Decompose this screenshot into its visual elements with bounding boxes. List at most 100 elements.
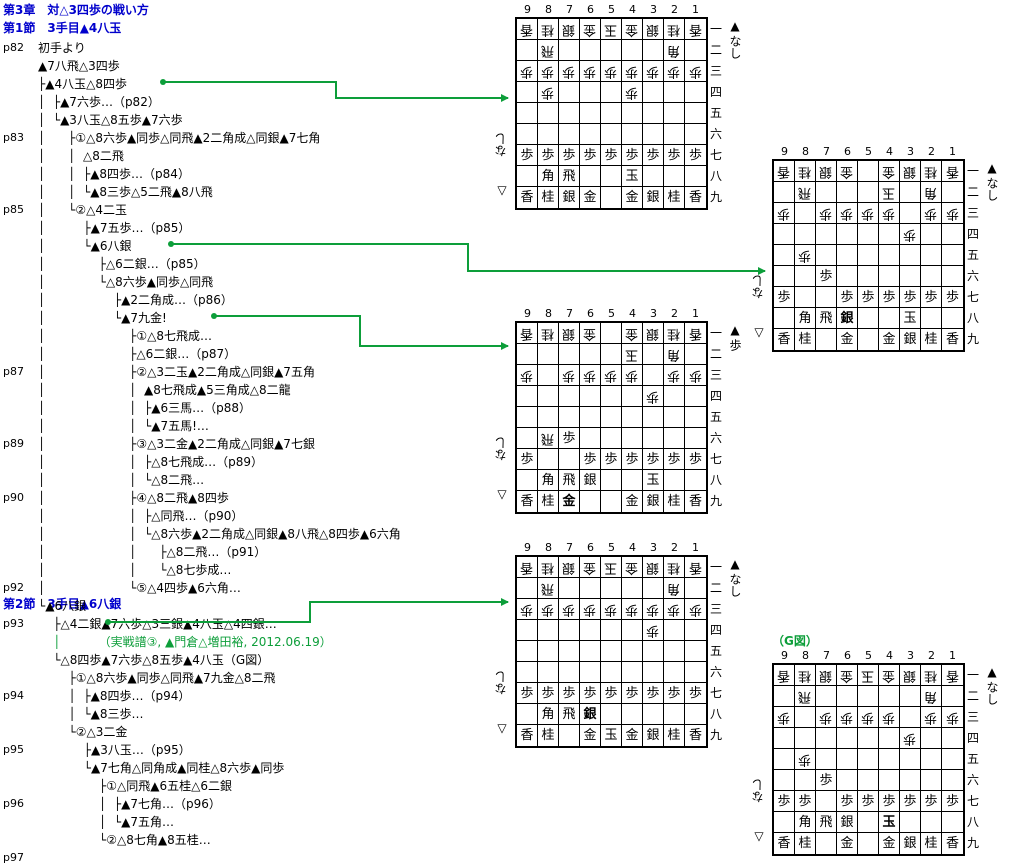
board-piece: 歩 — [837, 203, 858, 224]
board-piece: 銀 — [643, 491, 664, 512]
page-number: p90 — [3, 491, 24, 504]
board-piece: 歩 — [601, 683, 622, 704]
board-piece: 飛 — [795, 686, 816, 707]
board-piece: 歩 — [601, 449, 622, 470]
board-square — [900, 770, 921, 791]
board-square — [795, 728, 816, 749]
row-number: 八 — [966, 815, 979, 829]
shogi-board: 香桂銀金金銀桂香飛玉角歩歩歩歩歩歩歩歩歩歩歩歩歩歩歩歩歩角飛銀玉香桂金金銀桂香 — [772, 159, 965, 352]
board-square — [643, 82, 664, 103]
board-piece: 金 — [580, 323, 601, 344]
board-square — [517, 641, 538, 662]
board-piece: 香 — [517, 187, 538, 208]
board-piece: 金 — [837, 329, 858, 350]
row-number: 四 — [709, 623, 722, 637]
board-square — [879, 770, 900, 791]
row-number: 一 — [966, 164, 979, 178]
board-square — [816, 833, 837, 854]
board-piece: 銀 — [580, 704, 601, 725]
board-square — [795, 266, 816, 287]
column-number: 6 — [587, 3, 594, 16]
board-piece: 歩 — [774, 203, 795, 224]
board-square — [685, 40, 706, 61]
page-number: p87 — [3, 365, 24, 378]
board-square — [942, 245, 963, 266]
board-square — [559, 578, 580, 599]
gote-hand: なし — [494, 133, 508, 157]
row-number: 九 — [966, 332, 979, 346]
board-piece: 歩 — [685, 599, 706, 620]
board-square — [942, 266, 963, 287]
board-piece: 桂 — [538, 725, 559, 746]
board-piece: 金 — [580, 725, 601, 746]
row-number: 九 — [709, 494, 722, 508]
board-piece: 桂 — [538, 491, 559, 512]
board-piece: 玉 — [643, 470, 664, 491]
shogi-board: 香桂銀金金銀桂香玉角歩歩歩歩歩歩歩歩飛歩歩歩歩歩歩歩歩角飛銀玉香桂金金銀桂香 — [515, 321, 708, 514]
row-number: 一 — [966, 668, 979, 682]
row-number: 五 — [709, 106, 722, 120]
board-square — [816, 686, 837, 707]
board-square — [517, 103, 538, 124]
board-square — [517, 386, 538, 407]
board-square — [664, 641, 685, 662]
board-square — [816, 245, 837, 266]
shogi-board: 香桂銀金玉金銀桂香飛角歩歩歩歩歩歩歩歩歩歩歩歩歩歩歩歩歩歩歩角飛銀香桂金玉金銀桂… — [515, 555, 708, 748]
board-piece: 金 — [559, 491, 580, 512]
board-square — [858, 161, 879, 182]
page-number: p97 — [3, 851, 24, 864]
board-piece: 歩 — [643, 145, 664, 166]
tree-line: ├①△8六歩▲同歩△同飛▲7九金△8二飛 — [38, 671, 276, 685]
gote-mark-icon: ▽ — [497, 183, 507, 197]
column-number: 4 — [629, 541, 636, 554]
board-square — [601, 82, 622, 103]
tree-line: ▲7八飛△3四歩 — [38, 59, 120, 73]
tree-line: │ │ ├▲8四歩…（p84） — [38, 167, 190, 181]
column-number: 8 — [545, 3, 552, 16]
row-number: 四 — [966, 731, 979, 745]
board-piece: 銀 — [643, 187, 664, 208]
row-number: 九 — [709, 728, 722, 742]
board-square — [685, 428, 706, 449]
row-numbers: 一二三四五六七八九 — [708, 19, 724, 208]
board-square — [774, 266, 795, 287]
board-piece: 角 — [538, 166, 559, 187]
board-piece: 歩 — [879, 287, 900, 308]
column-number: 4 — [886, 145, 893, 158]
board-piece: 歩 — [921, 707, 942, 728]
board-piece: 桂 — [921, 665, 942, 686]
board-piece: 金 — [622, 19, 643, 40]
board-square — [664, 662, 685, 683]
board-square — [517, 344, 538, 365]
tree-line: │ │ ▲8七飛成▲5三角成△8二龍 — [38, 383, 291, 397]
column-number: 1 — [949, 145, 956, 158]
board-piece: 玉 — [601, 557, 622, 578]
board-square — [517, 620, 538, 641]
board-piece: 角 — [664, 578, 685, 599]
column-number: 9 — [524, 307, 531, 320]
board-piece: 歩 — [921, 791, 942, 812]
board-piece: 歩 — [622, 145, 643, 166]
column-number: 9 — [781, 145, 788, 158]
board-square — [774, 686, 795, 707]
board-square — [858, 728, 879, 749]
board-square — [622, 428, 643, 449]
board-square — [601, 662, 622, 683]
row-number: 八 — [709, 707, 722, 721]
gote-hand: なし — [751, 779, 765, 803]
board-square — [858, 749, 879, 770]
sente-hand: なし — [728, 35, 742, 59]
board-square — [559, 386, 580, 407]
board-square — [622, 620, 643, 641]
tree-line: └▲7七角△同角成▲同桂△8六歩▲同歩 — [38, 761, 285, 775]
column-number: 2 — [928, 145, 935, 158]
sente-hand: なし — [985, 681, 999, 705]
board-piece: 歩 — [942, 707, 963, 728]
board-piece: 銀 — [643, 19, 664, 40]
board-square — [900, 203, 921, 224]
board-square — [538, 620, 559, 641]
board-piece: 歩 — [858, 203, 879, 224]
